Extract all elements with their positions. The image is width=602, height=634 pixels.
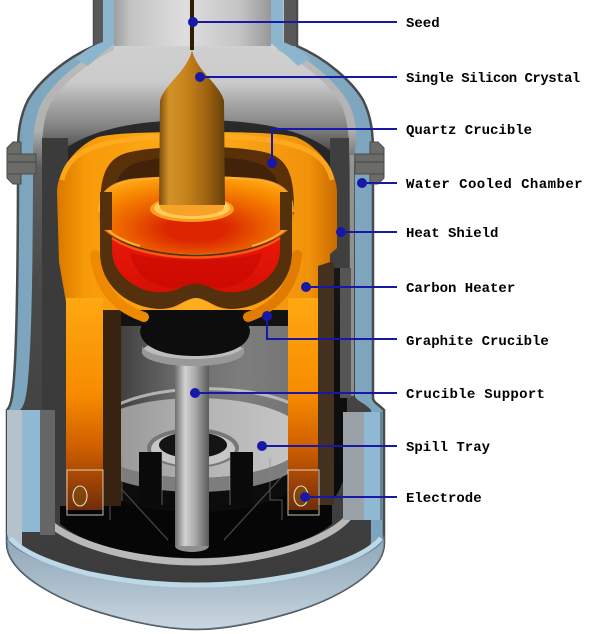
svg-text:Single Silicon Crystal: Single Silicon Crystal	[406, 71, 580, 87]
svg-text:Heat Shield: Heat Shield	[406, 226, 498, 242]
svg-text:Crucible Support: Crucible Support	[406, 387, 545, 403]
svg-text:Electrode: Electrode	[406, 491, 482, 507]
svg-text:Seed: Seed	[406, 16, 440, 32]
svg-text:Water Cooled Chamber: Water Cooled Chamber	[406, 177, 583, 193]
svg-text:Graphite Crucible: Graphite Crucible	[406, 334, 549, 350]
svg-text:Spill Tray: Spill Tray	[406, 440, 491, 456]
svg-text:Quartz Crucible: Quartz Crucible	[406, 123, 532, 139]
svg-text:Carbon Heater: Carbon Heater	[406, 281, 515, 297]
